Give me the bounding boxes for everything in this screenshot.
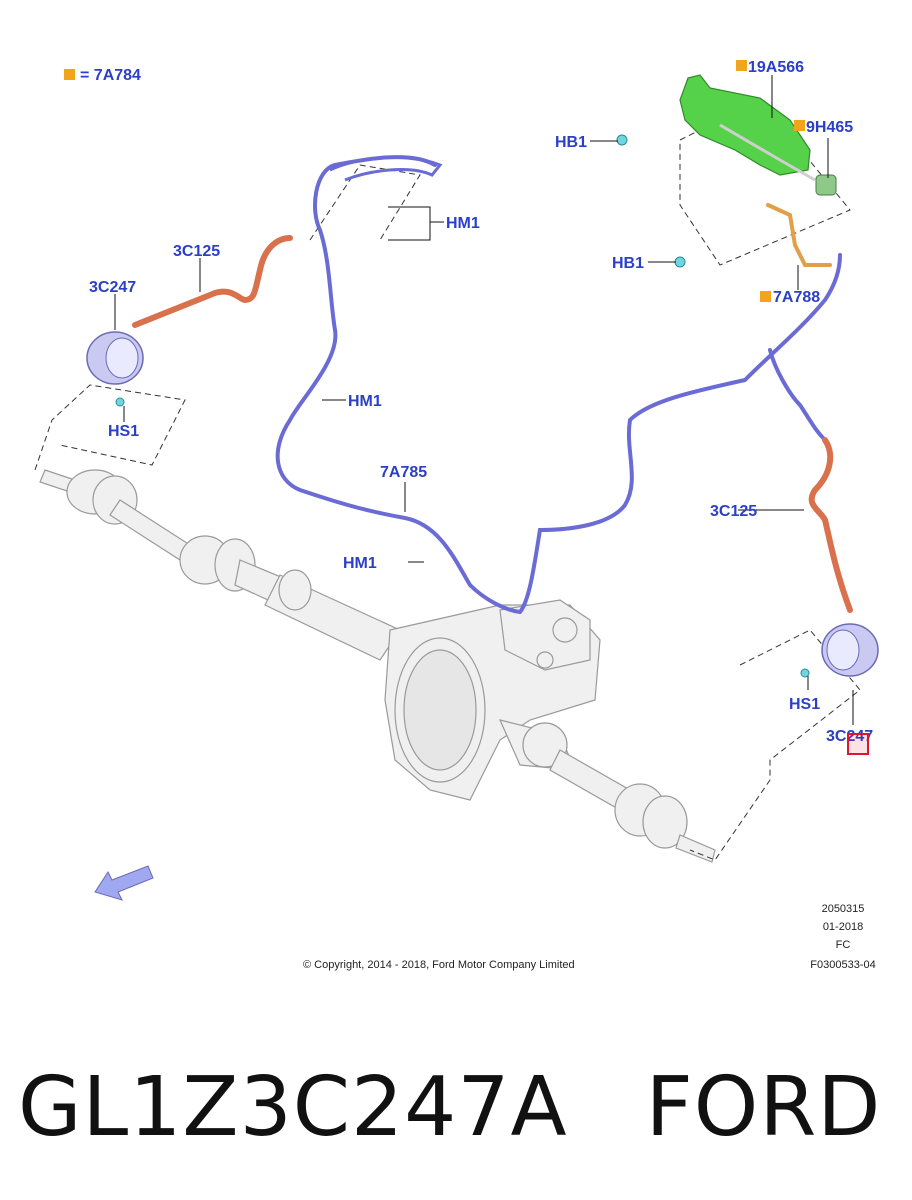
meta-code1: 2050315 [822,903,865,915]
copyright: © Copyright, 2014 - 2018, Ford Motor Com… [303,959,575,971]
reservoir-feed-pipe [719,123,816,182]
callout-leaders [114,75,854,725]
callouts: 19A566 9H465 HB1 HB1 HM1 HM1 HM1 7A788 3… [89,59,873,745]
callout-9h465: 9H465 [806,119,853,136]
part-number: GL1Z3C247A [18,1059,568,1155]
callout-hs1-left: HS1 [108,423,139,440]
part-number-caption: GL1Z3C247A FORD [18,1052,898,1162]
hydraulic-line-top-loop [329,155,443,182]
parts-diagram: = 7A784 [34,59,879,971]
pipe-7a788 [766,203,832,267]
legend-marker-icon [64,69,75,80]
callout-hb1-bottom: HB1 [612,255,644,272]
rear-axle-assembly [39,469,716,863]
callout-hb1-top: HB1 [555,134,587,151]
callout-hm1-mid: HM1 [348,393,382,410]
hydraulic-line-7a785 [275,155,842,615]
slave-cylinder-right [821,623,879,677]
callout-hm1-top: HM1 [446,215,480,232]
hose-3c125-left [132,235,293,328]
square-marker-icon [794,120,805,131]
clip-icons [115,134,810,678]
fitting-9h465 [815,174,837,196]
brand-name: FORD [645,1059,882,1155]
highlight-box [847,733,869,755]
square-marker-icon [736,60,747,71]
square-marker-icon [760,291,771,302]
callout-3c247-left: 3C247 [89,279,136,296]
hose-3c125-right [808,437,853,613]
legend-label: = 7A784 [80,67,141,84]
meta-code2: 01-2018 [823,921,863,933]
callout-7a785: 7A785 [380,464,427,481]
meta-code4: F0300533-04 [810,959,875,971]
reservoir-19a566 [679,74,811,176]
direction-arrow-icon [94,865,154,901]
slave-cylinder-left [86,331,144,385]
callout-3c125-right: 3C125 [710,503,757,520]
callout-7a788: 7A788 [773,289,820,306]
callout-3c125-left: 3C125 [173,243,220,260]
callout-3c247-right: 3C247 [826,728,873,745]
callout-19a566: 19A566 [748,59,804,76]
hydraulic-line-right-drop [768,348,827,442]
callout-hm1-bottom: HM1 [343,555,377,572]
callout-hs1-right: HS1 [789,696,820,713]
meta-code3: FC [836,939,851,951]
